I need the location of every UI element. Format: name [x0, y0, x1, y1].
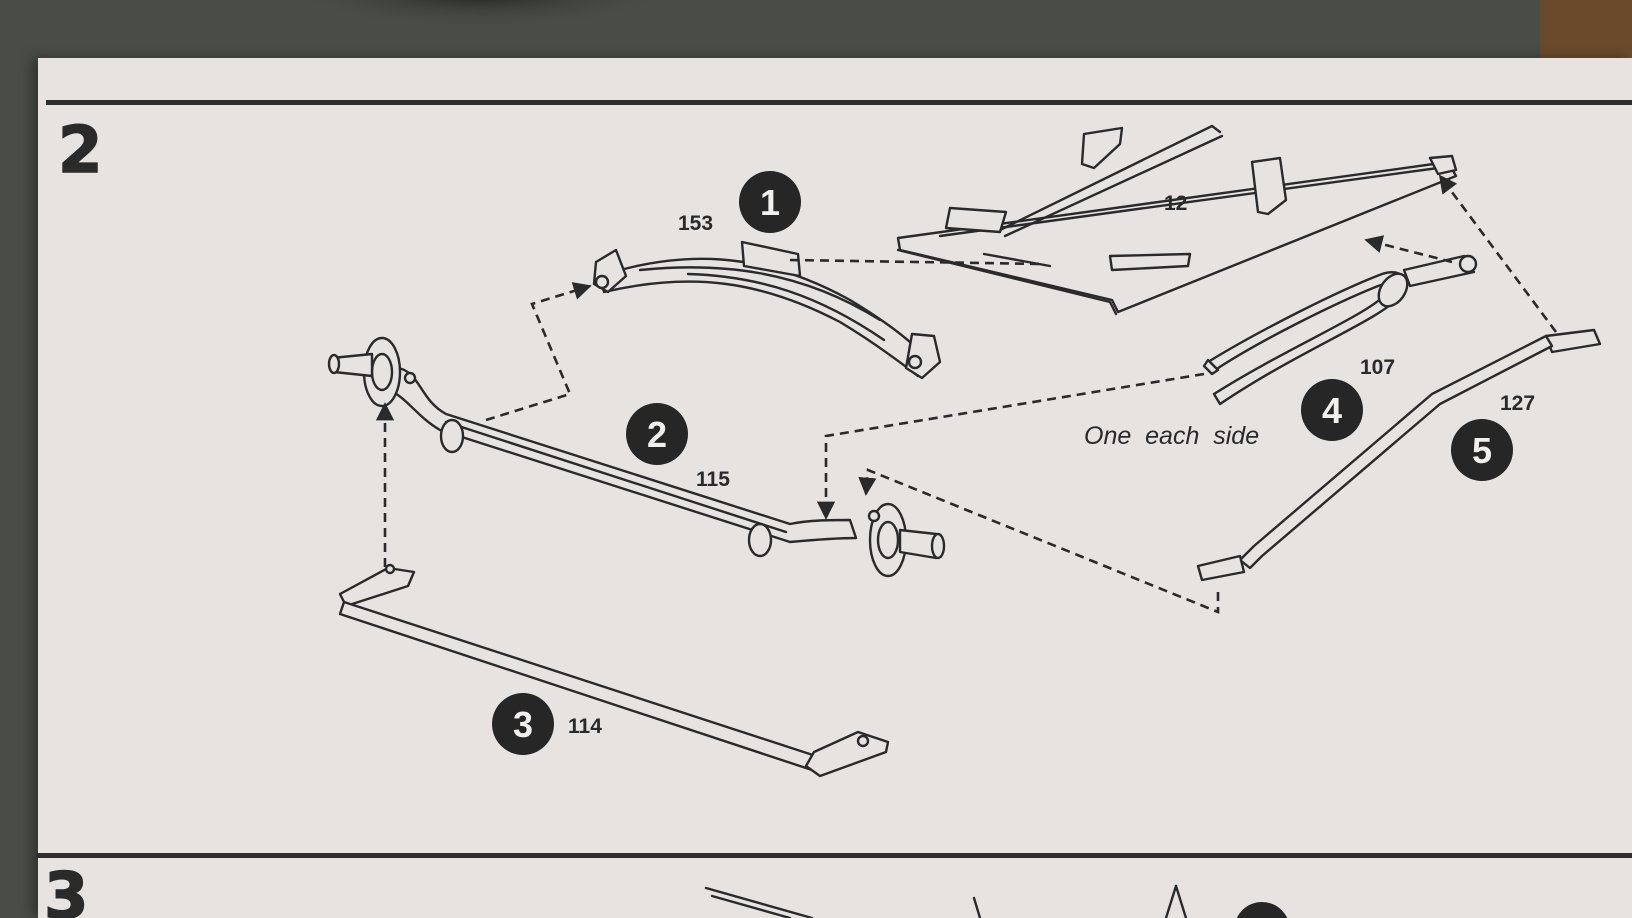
tie-rod-part [338, 563, 890, 778]
assembly-line-draglink-axle [858, 468, 1220, 614]
part-number-radius-rod: 107 [1360, 356, 1395, 379]
radius-rod-part [1202, 254, 1478, 406]
assembly-note: One each side [1084, 422, 1259, 450]
badge-drag-link-label: 5 [1472, 430, 1492, 471]
spring-part [592, 240, 942, 380]
assembly-line-axle-spring [485, 282, 592, 422]
part-number-spring: 153 [678, 212, 713, 235]
part-number-drag-link: 127 [1500, 392, 1535, 415]
assembly-line-draglink-frame [1438, 174, 1558, 333]
assembly-line-radiusrod-frame [1364, 235, 1453, 264]
assembly-line-radiusrod-axle [816, 372, 1205, 520]
badge-drag-link: 5 [1451, 419, 1513, 481]
badge-radius-rod: 4 [1301, 379, 1363, 441]
badge-spring: 1 [739, 171, 801, 233]
axle-part [327, 336, 946, 578]
step-number-next: 3 [44, 860, 89, 918]
badge-tie-rod-label: 3 [513, 704, 533, 745]
step-number-current: 2 [58, 114, 103, 188]
top-divider [46, 100, 1632, 105]
part-number-axle: 115 [696, 468, 730, 491]
part-number-frame: 12 [1164, 192, 1187, 215]
assembly-line-spring-frame [789, 258, 1046, 266]
next-step-illustration [704, 884, 1288, 918]
part-number-tie-rod: 114 [568, 715, 602, 738]
drag-link-part [1196, 328, 1602, 582]
badge-spring-label: 1 [760, 182, 780, 223]
frame-part [896, 124, 1458, 316]
bottom-divider [36, 853, 1632, 858]
badge-tie-rod: 3 [492, 693, 554, 755]
badge-axle-label: 2 [647, 414, 667, 455]
badge-radius-rod-label: 4 [1322, 390, 1342, 431]
badge-axle: 2 [626, 403, 688, 465]
